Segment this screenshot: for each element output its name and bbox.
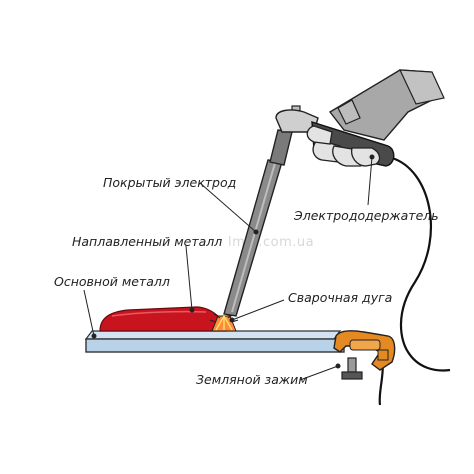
leader-dot-holder (369, 154, 375, 160)
deposited-metal-bead (99, 306, 227, 332)
label-coated-electrode: Покрытый электрод (103, 175, 236, 190)
base-metal-plate (84, 330, 345, 353)
electrode-holder-cable (391, 156, 451, 372)
label-base-metal: Основной металл (54, 274, 170, 289)
leader-electrode-holder (367, 156, 373, 206)
leader-dot-electrode (253, 229, 259, 235)
leader-dot-deposited (189, 307, 195, 313)
coated-electrode (223, 129, 293, 317)
label-welding-arc: Сварочная дуга (288, 290, 392, 305)
leader-coated-electrode (199, 182, 257, 233)
leader-deposited-metal (185, 245, 193, 311)
label-deposited-metal: Наплавленный металл (72, 234, 222, 249)
leader-ground-clamp (299, 365, 339, 381)
label-ground-clamp: Земляной зажим (196, 372, 308, 387)
ground-clamp (333, 330, 396, 380)
leader-lines (83, 154, 375, 381)
label-electrode-holder: Электрододержатель (293, 208, 439, 223)
watermark-text: lmar.com.ua (228, 235, 314, 250)
gloved-hand (306, 69, 445, 167)
leader-welding-arc (231, 299, 285, 321)
leader-dot-arc (229, 317, 235, 323)
leader-dot-clamp (335, 363, 341, 369)
leader-dot-base (91, 333, 97, 339)
leader-base-metal (83, 289, 95, 337)
